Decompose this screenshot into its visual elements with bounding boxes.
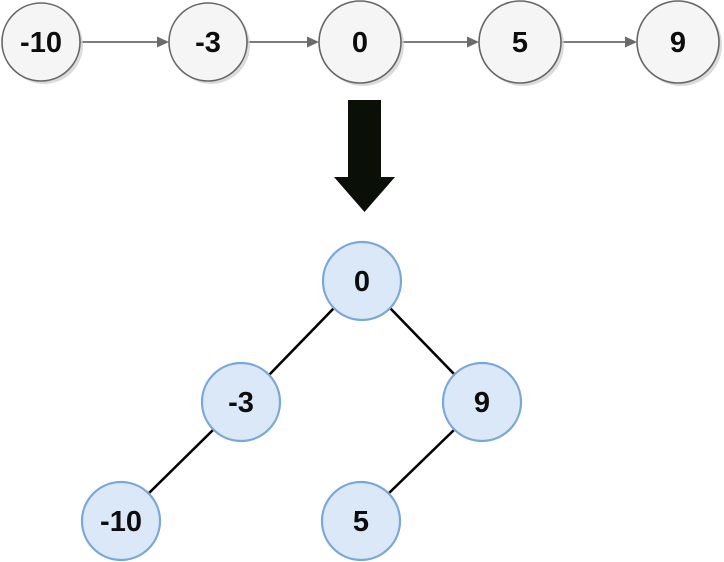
list-edge-5-to-9: [561, 36, 637, 48]
bst-node-label: 5: [353, 506, 369, 538]
bst-edge-left-leftleft: [147, 428, 215, 495]
list-node-0[interactable]: 0: [318, 0, 404, 86]
linked-list-nodes: -10 -3 0 5 9: [1, 0, 722, 86]
list-node-minus-10[interactable]: -10: [1, 2, 83, 84]
list-node-label: -3: [195, 27, 221, 59]
list-edge-n3-to-0: [247, 36, 319, 48]
list-node-label: 9: [670, 27, 686, 59]
bst-node-label: 9: [474, 387, 490, 419]
list-node-label: 5: [512, 27, 528, 59]
bst-edge-right-rightleft: [387, 428, 456, 495]
list-edge-n10-to-n3: [80, 36, 169, 48]
bst-node-5[interactable]: 5: [320, 480, 402, 562]
downward-transform-arrow-icon: [334, 100, 395, 212]
bst-node-label: -10: [100, 506, 142, 538]
bst-edge-root-right: [389, 307, 456, 376]
list-node-label: -10: [20, 27, 62, 59]
bst-node-9[interactable]: 9: [441, 361, 523, 443]
bst-node-minus-3[interactable]: -3: [200, 361, 282, 443]
bst-node-root-0[interactable]: 0: [321, 240, 403, 322]
bst-edges: [147, 307, 456, 495]
list-node-label: 0: [352, 27, 368, 59]
list-edge-0-to-5: [401, 36, 479, 48]
bst-nodes: 0 -3 9 -10 5: [80, 240, 523, 562]
bst-node-minus-10[interactable]: -10: [80, 480, 162, 562]
list-node-9[interactable]: 9: [636, 0, 722, 86]
bst-node-label: 0: [354, 266, 370, 298]
list-node-minus-3[interactable]: -3: [168, 2, 250, 84]
list-node-5[interactable]: 5: [478, 0, 564, 86]
bst-node-label: -3: [228, 387, 254, 419]
bst-edge-root-left: [268, 307, 335, 376]
linked-list-edges: [80, 36, 637, 48]
